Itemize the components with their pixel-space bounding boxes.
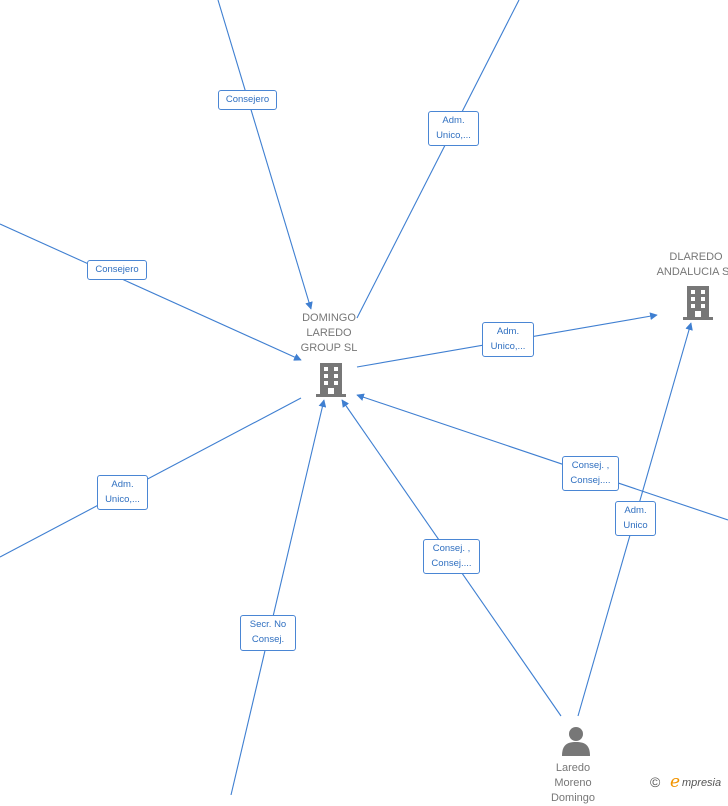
edge-label-adm-unico-left[interactable]: Adm. Unico,...	[97, 475, 148, 510]
building-icon[interactable]	[683, 286, 713, 320]
edge-line-adm-unico-left	[0, 397, 302, 558]
node-label-dlaredo-andalucia[interactable]: DLAREDO ANDALUCIA SL	[656, 251, 728, 278]
edge-line-adm-unico-top	[356, 0, 520, 319]
edge-label-consej-laredo[interactable]: Consej. , Consej....	[423, 539, 480, 574]
edge-label-consejero-top[interactable]: Consejero	[218, 90, 277, 110]
edge-line-consej-right	[356, 393, 728, 521]
copyright-symbol: ©	[650, 774, 661, 790]
brand-logo-initial: e	[670, 772, 681, 792]
edge-label-adm-unico-dlaredo[interactable]: Adm. Unico,...	[482, 322, 534, 357]
edge-label-secr-no-consej[interactable]: Secr. No Consej.	[240, 615, 296, 651]
edge-label-adm-unico-top[interactable]: Adm. Unico,...	[428, 111, 479, 146]
node-label-laredo-moreno-domingo[interactable]: Laredo Moreno Domingo	[550, 762, 596, 804]
brand-watermark: © e mpresia	[648, 772, 728, 794]
node-label-domingo-laredo-group[interactable]: DOMINGO LAREDO GROUP SL	[300, 312, 358, 354]
edge-line-secr-bottom	[230, 399, 327, 795]
building-icon[interactable]	[316, 363, 346, 397]
brand-name: mpresia	[682, 777, 722, 789]
edge-label-adm-unico-laredo[interactable]: Adm. Unico	[615, 501, 656, 536]
edge-line-consejero-left	[0, 223, 302, 361]
edge-label-consej-right[interactable]: Consej. , Consej....	[562, 456, 619, 491]
person-icon[interactable]	[562, 727, 590, 756]
edge-label-consejero-left[interactable]: Consejero	[87, 260, 147, 280]
edge-line-consejero-top	[217, 0, 313, 310]
